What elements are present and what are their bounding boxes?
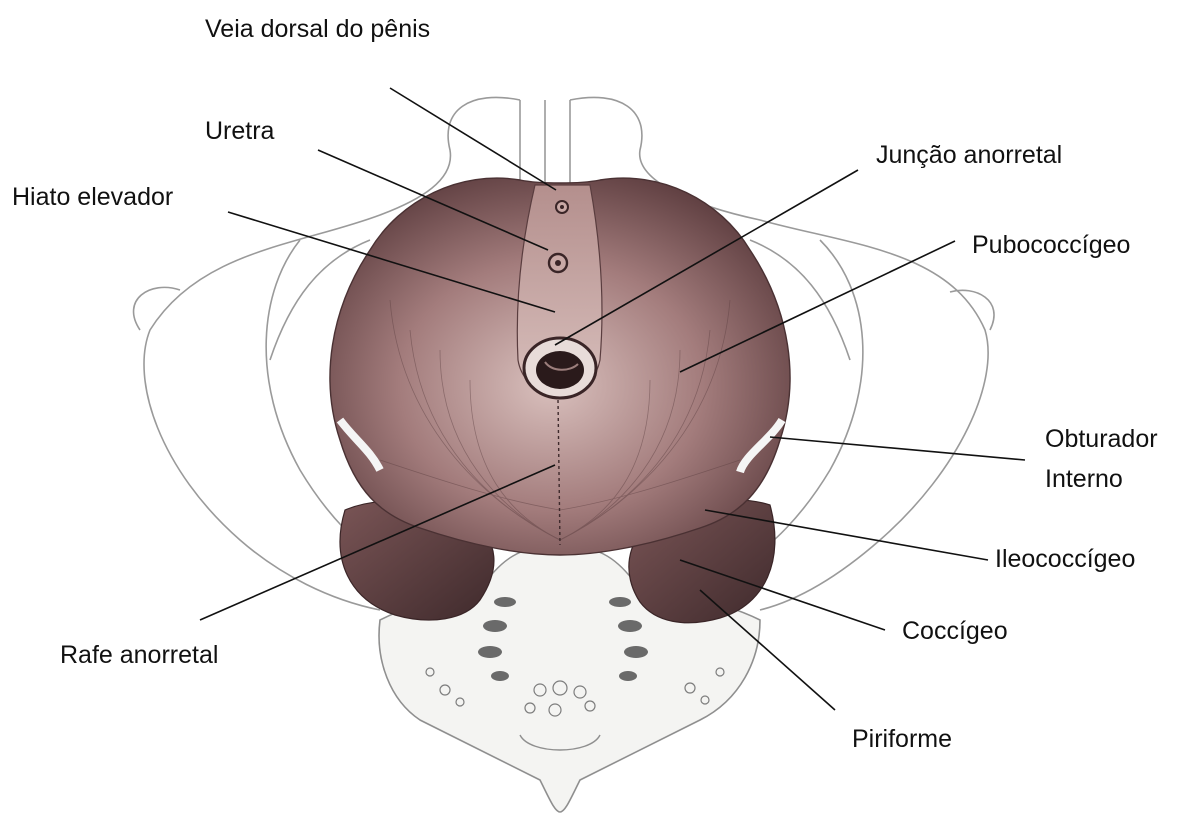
leader-obturador [770,437,1025,460]
label-hiato: Hiato elevador [12,182,173,212]
label-obturador-line1: Obturador [1045,424,1158,454]
levator-hiatus [517,185,602,398]
label-obturador-line2: Interno [1045,464,1123,494]
label-coccigeo: Coccígeo [902,616,1008,646]
label-juncao: Junção anorretal [876,140,1062,170]
label-ileococcigeo: Ileococcígeo [995,544,1135,574]
leader-veia-dorsal [390,88,556,190]
label-rafe: Rafe anorretal [60,640,218,670]
label-uretra: Uretra [205,116,274,146]
label-pubococcigeo: Pubococcígeo [972,230,1130,260]
label-piriforme: Piriforme [852,724,952,754]
label-veia-dorsal: Veia dorsal do pênis [205,14,430,44]
